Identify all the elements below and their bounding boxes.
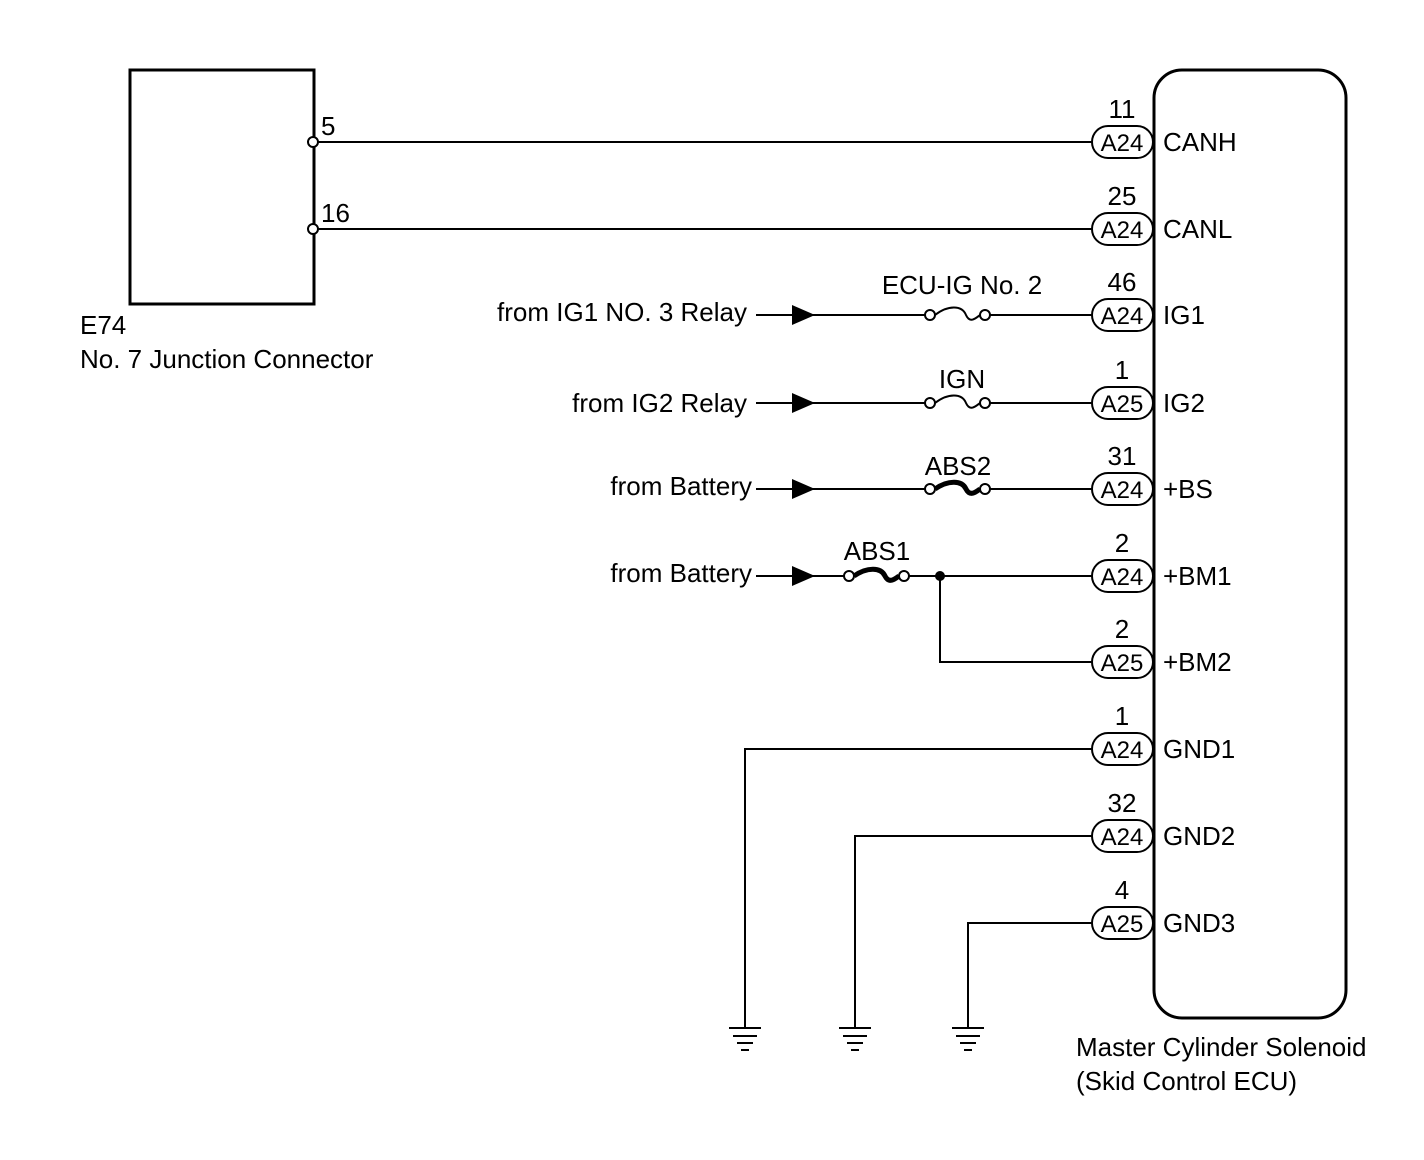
junction-name: No. 7 Junction Connector — [80, 344, 374, 374]
ground-icon — [952, 1027, 984, 1051]
ground-icon — [729, 1027, 761, 1051]
pin-number: 1 — [1115, 355, 1129, 385]
ecu-box — [1152, 68, 1348, 1020]
pin-number: 2 — [1115, 614, 1129, 644]
fuse-terminal-right — [979, 483, 991, 495]
connector-code: A24 — [1101, 564, 1144, 591]
terminal-name: GND2 — [1163, 821, 1235, 851]
pin-number: 11 — [1109, 94, 1136, 124]
terminal-name: CANL — [1163, 214, 1232, 244]
connector-oval — [1091, 732, 1154, 766]
fuse-label-ign: IGN — [939, 364, 985, 394]
arrow-icon — [792, 305, 815, 325]
connector-oval — [1091, 386, 1154, 420]
source-ig2-relay: from IG2 Relay — [572, 388, 747, 418]
wire-gnd3 — [967, 922, 1092, 1028]
source-battery-bm: from Battery — [610, 558, 752, 588]
fuse-terminal-right — [898, 570, 910, 582]
connector-oval — [1091, 125, 1154, 159]
junction-pin-16: 16 — [321, 198, 350, 228]
source-ig1-relay: from IG1 NO. 3 Relay — [497, 297, 747, 327]
ecu-name-line2: (Skid Control ECU) — [1076, 1066, 1297, 1096]
pin-number: 1 — [1115, 701, 1129, 731]
terminal-name: +BM1 — [1163, 561, 1232, 591]
pin-number: 2 — [1115, 528, 1129, 558]
connector-code: A24 — [1101, 130, 1144, 157]
terminal-name: CANH — [1163, 127, 1237, 157]
pin-number: 25 — [1108, 181, 1137, 211]
wire-bm2-branch — [939, 576, 1092, 663]
ecu-name-line1: Master Cylinder Solenoid — [1076, 1032, 1366, 1062]
pin-number: 46 — [1108, 267, 1137, 297]
source-battery-bs: from Battery — [610, 471, 752, 501]
junction-code: E74 — [80, 310, 126, 340]
fuse-terminal-left — [843, 570, 855, 582]
junction-terminal-16 — [307, 223, 319, 235]
terminal-name: +BM2 — [1163, 647, 1232, 677]
arrow-icon — [792, 393, 815, 413]
terminal-name: +BS — [1163, 474, 1213, 504]
fusible-link-icon — [852, 566, 901, 583]
connector-code: A25 — [1101, 650, 1144, 677]
ecu-terminal-rows: A2411CANHA2425CANLA2446IG1A251IG2A2431+B… — [1091, 94, 1237, 940]
arrow-icon — [792, 479, 815, 499]
pin-number: 32 — [1108, 788, 1137, 818]
connector-code: A24 — [1101, 477, 1144, 504]
pin-number: 31 — [1108, 441, 1137, 471]
terminal-name: GND1 — [1163, 734, 1235, 764]
connector-oval — [1091, 559, 1154, 593]
fusible-link-icon — [933, 479, 982, 496]
fuse-icon — [934, 394, 981, 409]
connector-oval — [1091, 472, 1154, 506]
connector-code: A24 — [1101, 303, 1144, 330]
connector-oval — [1091, 906, 1154, 940]
fuse-terminal-right — [979, 309, 991, 321]
fuse-icon — [934, 306, 981, 321]
connector-oval — [1091, 819, 1154, 853]
junction-terminal-5 — [307, 136, 319, 148]
wire-gnd1 — [744, 748, 1092, 1028]
connector-oval — [1091, 645, 1154, 679]
fuse-label-abs2: ABS2 — [925, 451, 992, 481]
connector-code: A25 — [1101, 391, 1144, 418]
fuse-terminal-left — [924, 483, 936, 495]
fuse-terminal-right — [979, 397, 991, 409]
terminal-name: IG1 — [1163, 300, 1205, 330]
arrow-icon — [792, 566, 815, 586]
connector-oval — [1091, 212, 1154, 246]
ground-icon — [839, 1027, 871, 1051]
fuse-terminal-left — [924, 397, 936, 409]
pin-number: 4 — [1115, 875, 1129, 905]
fuse-terminal-left — [924, 309, 936, 321]
connector-code: A25 — [1101, 911, 1144, 938]
terminal-name: GND3 — [1163, 908, 1235, 938]
terminal-name: IG2 — [1163, 388, 1205, 418]
fuse-label-abs1: ABS1 — [844, 536, 911, 566]
fuse-label-ecu-ig-no2: ECU-IG No. 2 — [882, 270, 1042, 300]
junction-connector-box — [128, 68, 316, 306]
connector-code: A24 — [1101, 217, 1144, 244]
junction-pin-5: 5 — [321, 111, 335, 141]
connector-code: A24 — [1101, 737, 1144, 764]
wire-gnd2 — [854, 835, 1092, 1028]
connector-oval — [1091, 298, 1154, 332]
connector-code: A24 — [1101, 824, 1144, 851]
